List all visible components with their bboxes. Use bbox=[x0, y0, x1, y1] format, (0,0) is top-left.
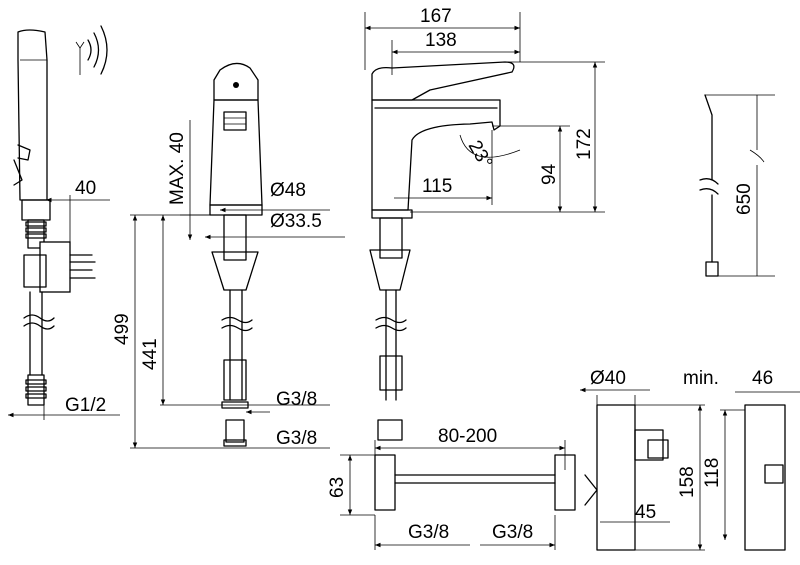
dim-d48: Ø48 bbox=[270, 180, 306, 201]
dim-40-top: 40 bbox=[75, 178, 96, 199]
dim-94: 94 bbox=[539, 163, 560, 185]
dim-min: min. bbox=[683, 368, 719, 389]
dim-angle: 23° bbox=[464, 137, 497, 172]
sensor-hose-view: 40 G1/2 bbox=[8, 25, 120, 420]
dim-max40: MAX. 40 bbox=[167, 132, 188, 205]
dim-499: 499 bbox=[112, 313, 133, 345]
dim-d335: Ø33.5 bbox=[270, 211, 322, 232]
dim-g12: G1/2 bbox=[65, 395, 106, 416]
dim-441: 441 bbox=[140, 338, 161, 370]
dim-167: 167 bbox=[420, 6, 452, 27]
connection-pipe-view: 80-200 63 G3/8 G3/8 bbox=[327, 426, 576, 550]
break-lines bbox=[23, 314, 55, 330]
dim-138: 138 bbox=[425, 30, 457, 51]
dim-45: 45 bbox=[635, 502, 656, 523]
dim-g38-d: G3/8 bbox=[492, 522, 533, 543]
wireless-signal-icon bbox=[75, 25, 108, 75]
dim-g38-a: G3/8 bbox=[276, 389, 317, 410]
dim-g38-c: G3/8 bbox=[408, 522, 449, 543]
cable-view: 650 bbox=[699, 94, 775, 277]
dim-650: 650 bbox=[734, 183, 755, 215]
faucet-front-view: MAX. 40 Ø48 Ø33.5 499 441 G3/8 G3/8 bbox=[112, 62, 345, 449]
dim-172: 172 bbox=[574, 128, 595, 160]
dim-158: 158 bbox=[677, 466, 698, 498]
mixing-box-view: Ø40 45 158 min. 46 118 bbox=[580, 368, 800, 551]
faucet-side-view: 167 138 172 94 115 23° bbox=[364, 6, 605, 441]
dim-63: 63 bbox=[327, 477, 348, 498]
thread-rings bbox=[25, 221, 47, 239]
dim-g38-b: G3/8 bbox=[276, 428, 317, 449]
dim-range: 80-200 bbox=[438, 426, 497, 447]
dim-115: 115 bbox=[422, 176, 452, 197]
dim-118: 118 bbox=[702, 458, 723, 488]
dim-46: 46 bbox=[752, 368, 773, 389]
dim-d40-box: Ø40 bbox=[590, 368, 626, 389]
